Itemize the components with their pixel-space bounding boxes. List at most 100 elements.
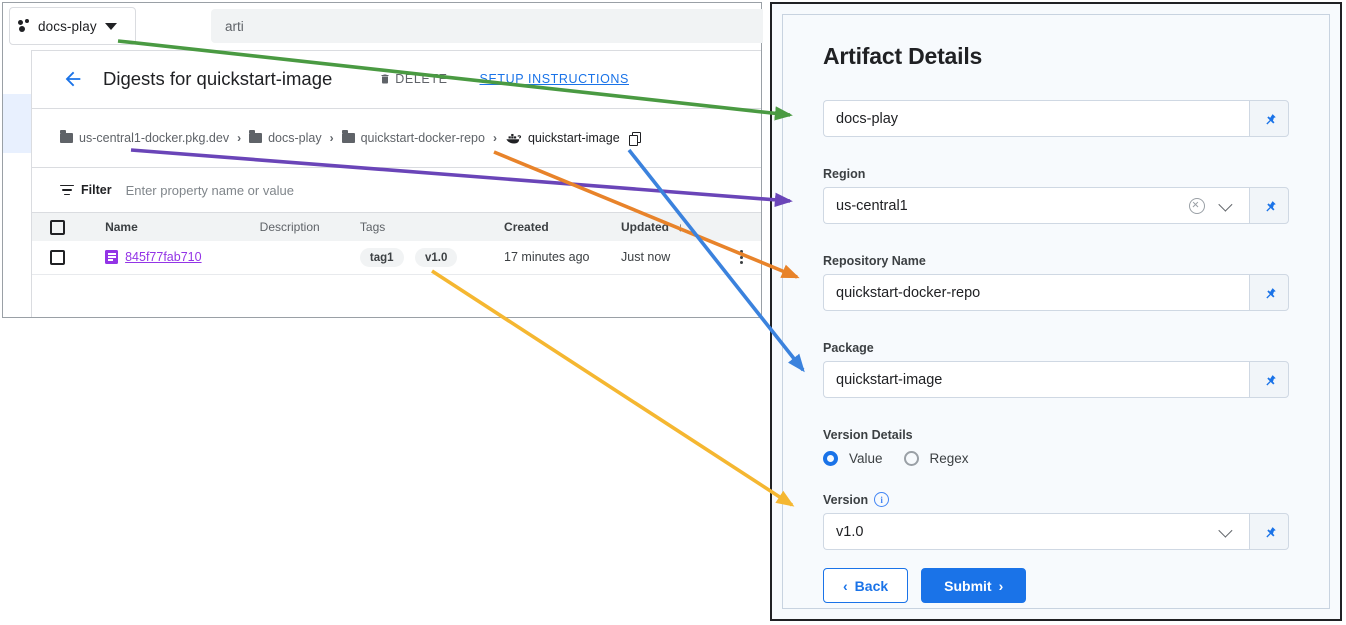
submit-button[interactable]: Submit › (921, 568, 1027, 603)
chevron-down-icon[interactable] (1218, 523, 1233, 538)
back-button[interactable]: ‹ Back (823, 568, 909, 603)
radio-regex[interactable] (903, 451, 919, 466)
project-icon (18, 19, 32, 33)
row-select-cell[interactable] (32, 241, 105, 274)
region-label: Region (823, 167, 866, 181)
breadcrumb-label: us-central1-docker.pkg.dev (79, 131, 230, 145)
folder-icon (341, 130, 355, 143)
folder-icon (60, 130, 73, 143)
table-header: Name Description Tags Created Updated ↓ (32, 213, 761, 241)
version-label: Version (823, 492, 869, 507)
setup-instructions-link[interactable]: SETUP INSTRUCTIONS (479, 72, 629, 86)
version-pin-button[interactable] (1249, 513, 1289, 550)
pin-icon (1265, 112, 1276, 125)
repository-pin-button[interactable] (1249, 274, 1289, 311)
region-pin-button[interactable] (1249, 187, 1289, 224)
package-pin-button[interactable] (1249, 361, 1289, 398)
breadcrumb-separator-icon: › (237, 131, 242, 145)
breadcrumb-separator-icon: › (492, 131, 497, 145)
package-input-value: quickstart-image (836, 371, 943, 388)
region-field-row: us-central1 (823, 187, 1289, 224)
version-label-row: Version i (823, 492, 1289, 507)
page-header: Digests for quickstart-image DELETE SETU… (32, 50, 761, 109)
column-header-updated[interactable]: Updated ↓ (621, 213, 721, 241)
radio-value-label: Value (849, 451, 883, 466)
breadcrumb: us-central1-docker.pkg.dev › docs-play ›… (32, 109, 761, 168)
more-options-icon[interactable] (721, 250, 761, 265)
form-actions: ‹ Back Submit › (823, 568, 1289, 603)
back-chevron-icon: ‹ (843, 577, 848, 594)
console-body: Digests for quickstart-image DELETE SETU… (3, 50, 761, 317)
region-input-value: us-central1 (836, 197, 908, 214)
info-icon[interactable]: i (874, 492, 890, 507)
pin-icon (1265, 373, 1276, 386)
version-details-radio-group: Value Regex (823, 451, 1289, 466)
page-title: Digests for quickstart-image (103, 68, 333, 89)
filter-bar[interactable]: Filter Enter property name or value (32, 168, 761, 213)
radio-value[interactable] (823, 451, 838, 466)
submit-button-label: Submit (944, 577, 992, 594)
project-selector[interactable]: docs-play (9, 7, 136, 45)
version-details-label: Version Details (823, 428, 913, 442)
version-input[interactable]: v1.0 (823, 513, 1249, 550)
submit-chevron-icon: › (998, 577, 1004, 594)
repository-input[interactable]: quickstart-docker-repo (823, 274, 1249, 311)
rail-selected-item[interactable] (3, 94, 31, 153)
package-input[interactable]: quickstart-image (823, 361, 1249, 398)
breadcrumb-item-registry[interactable]: us-central1-docker.pkg.dev (60, 130, 230, 145)
row-name-cell: 845f77fab710 (105, 241, 260, 274)
sort-descending-icon[interactable]: ↓ (677, 220, 684, 234)
select-all-checkbox[interactable] (50, 219, 65, 235)
breadcrumb-item-package[interactable]: quickstart-image (505, 131, 620, 145)
version-field-row: v1.0 (823, 513, 1289, 550)
repository-field-row: quickstart-docker-repo (823, 274, 1289, 311)
clear-icon[interactable] (1189, 197, 1205, 214)
project-input[interactable]: docs-play (823, 100, 1249, 137)
left-rail (3, 50, 32, 317)
row-updated-cell: Just now (621, 250, 671, 265)
breadcrumb-label: quickstart-image (527, 131, 620, 145)
row-created-cell: 17 minutes ago (504, 250, 590, 265)
column-header-description[interactable]: Description (259, 220, 320, 234)
pin-icon (1265, 199, 1276, 212)
digests-table: Name Description Tags Created Updated ↓ (32, 213, 761, 275)
region-input[interactable]: us-central1 (823, 187, 1249, 224)
gcp-console-window: docs-play arti Digests for quickstart-im… (2, 2, 763, 318)
breadcrumb-item-project[interactable]: docs-play (249, 130, 322, 145)
project-field-row: docs-play (823, 100, 1289, 137)
column-header-tags[interactable]: Tags (359, 220, 386, 234)
version-input-value: v1.0 (836, 523, 864, 540)
row-menu-cell[interactable] (721, 241, 761, 274)
filter-label: Filter (81, 183, 112, 197)
chevron-down-icon[interactable] (1218, 197, 1233, 212)
project-pin-button[interactable] (1249, 100, 1289, 137)
digest-link[interactable]: 845f77fab710 (125, 250, 202, 265)
digest-icon (105, 250, 119, 265)
project-selector-label: docs-play (38, 18, 97, 34)
delete-button[interactable]: DELETE (379, 72, 447, 86)
package-field-row: quickstart-image (823, 361, 1289, 398)
row-tags-cell: tag1 v1.0 (359, 241, 504, 274)
copy-icon[interactable] (628, 131, 641, 146)
package-label: Package (823, 341, 874, 355)
column-header-name[interactable]: Name (105, 220, 138, 234)
row-checkbox[interactable] (50, 249, 65, 265)
table-row[interactable]: 845f77fab710 tag1 v1.0 17 minutes ago Ju… (32, 241, 761, 274)
table-body: 845f77fab710 tag1 v1.0 17 minutes ago Ju… (32, 241, 761, 274)
table-header-row: Name Description Tags Created Updated ↓ (32, 213, 761, 241)
row-description-cell (260, 241, 360, 274)
breadcrumb-separator-icon: › (329, 131, 334, 145)
filter-input[interactable]: Enter property name or value (125, 182, 294, 198)
folder-icon (249, 130, 263, 143)
breadcrumb-item-repository[interactable]: quickstart-docker-repo (341, 130, 485, 145)
search-input[interactable]: arti (211, 9, 763, 43)
artifact-details-panel: Artifact Details docs-play Region us-cen… (770, 2, 1342, 621)
select-all-cell[interactable] (32, 213, 105, 241)
trash-icon (381, 74, 389, 84)
pin-icon (1265, 286, 1276, 299)
chevron-down-icon (104, 22, 117, 30)
search-input-value: arti (225, 18, 244, 34)
pin-icon (1265, 525, 1276, 538)
back-arrow-icon[interactable] (60, 66, 86, 92)
column-header-created[interactable]: Created (504, 220, 549, 234)
